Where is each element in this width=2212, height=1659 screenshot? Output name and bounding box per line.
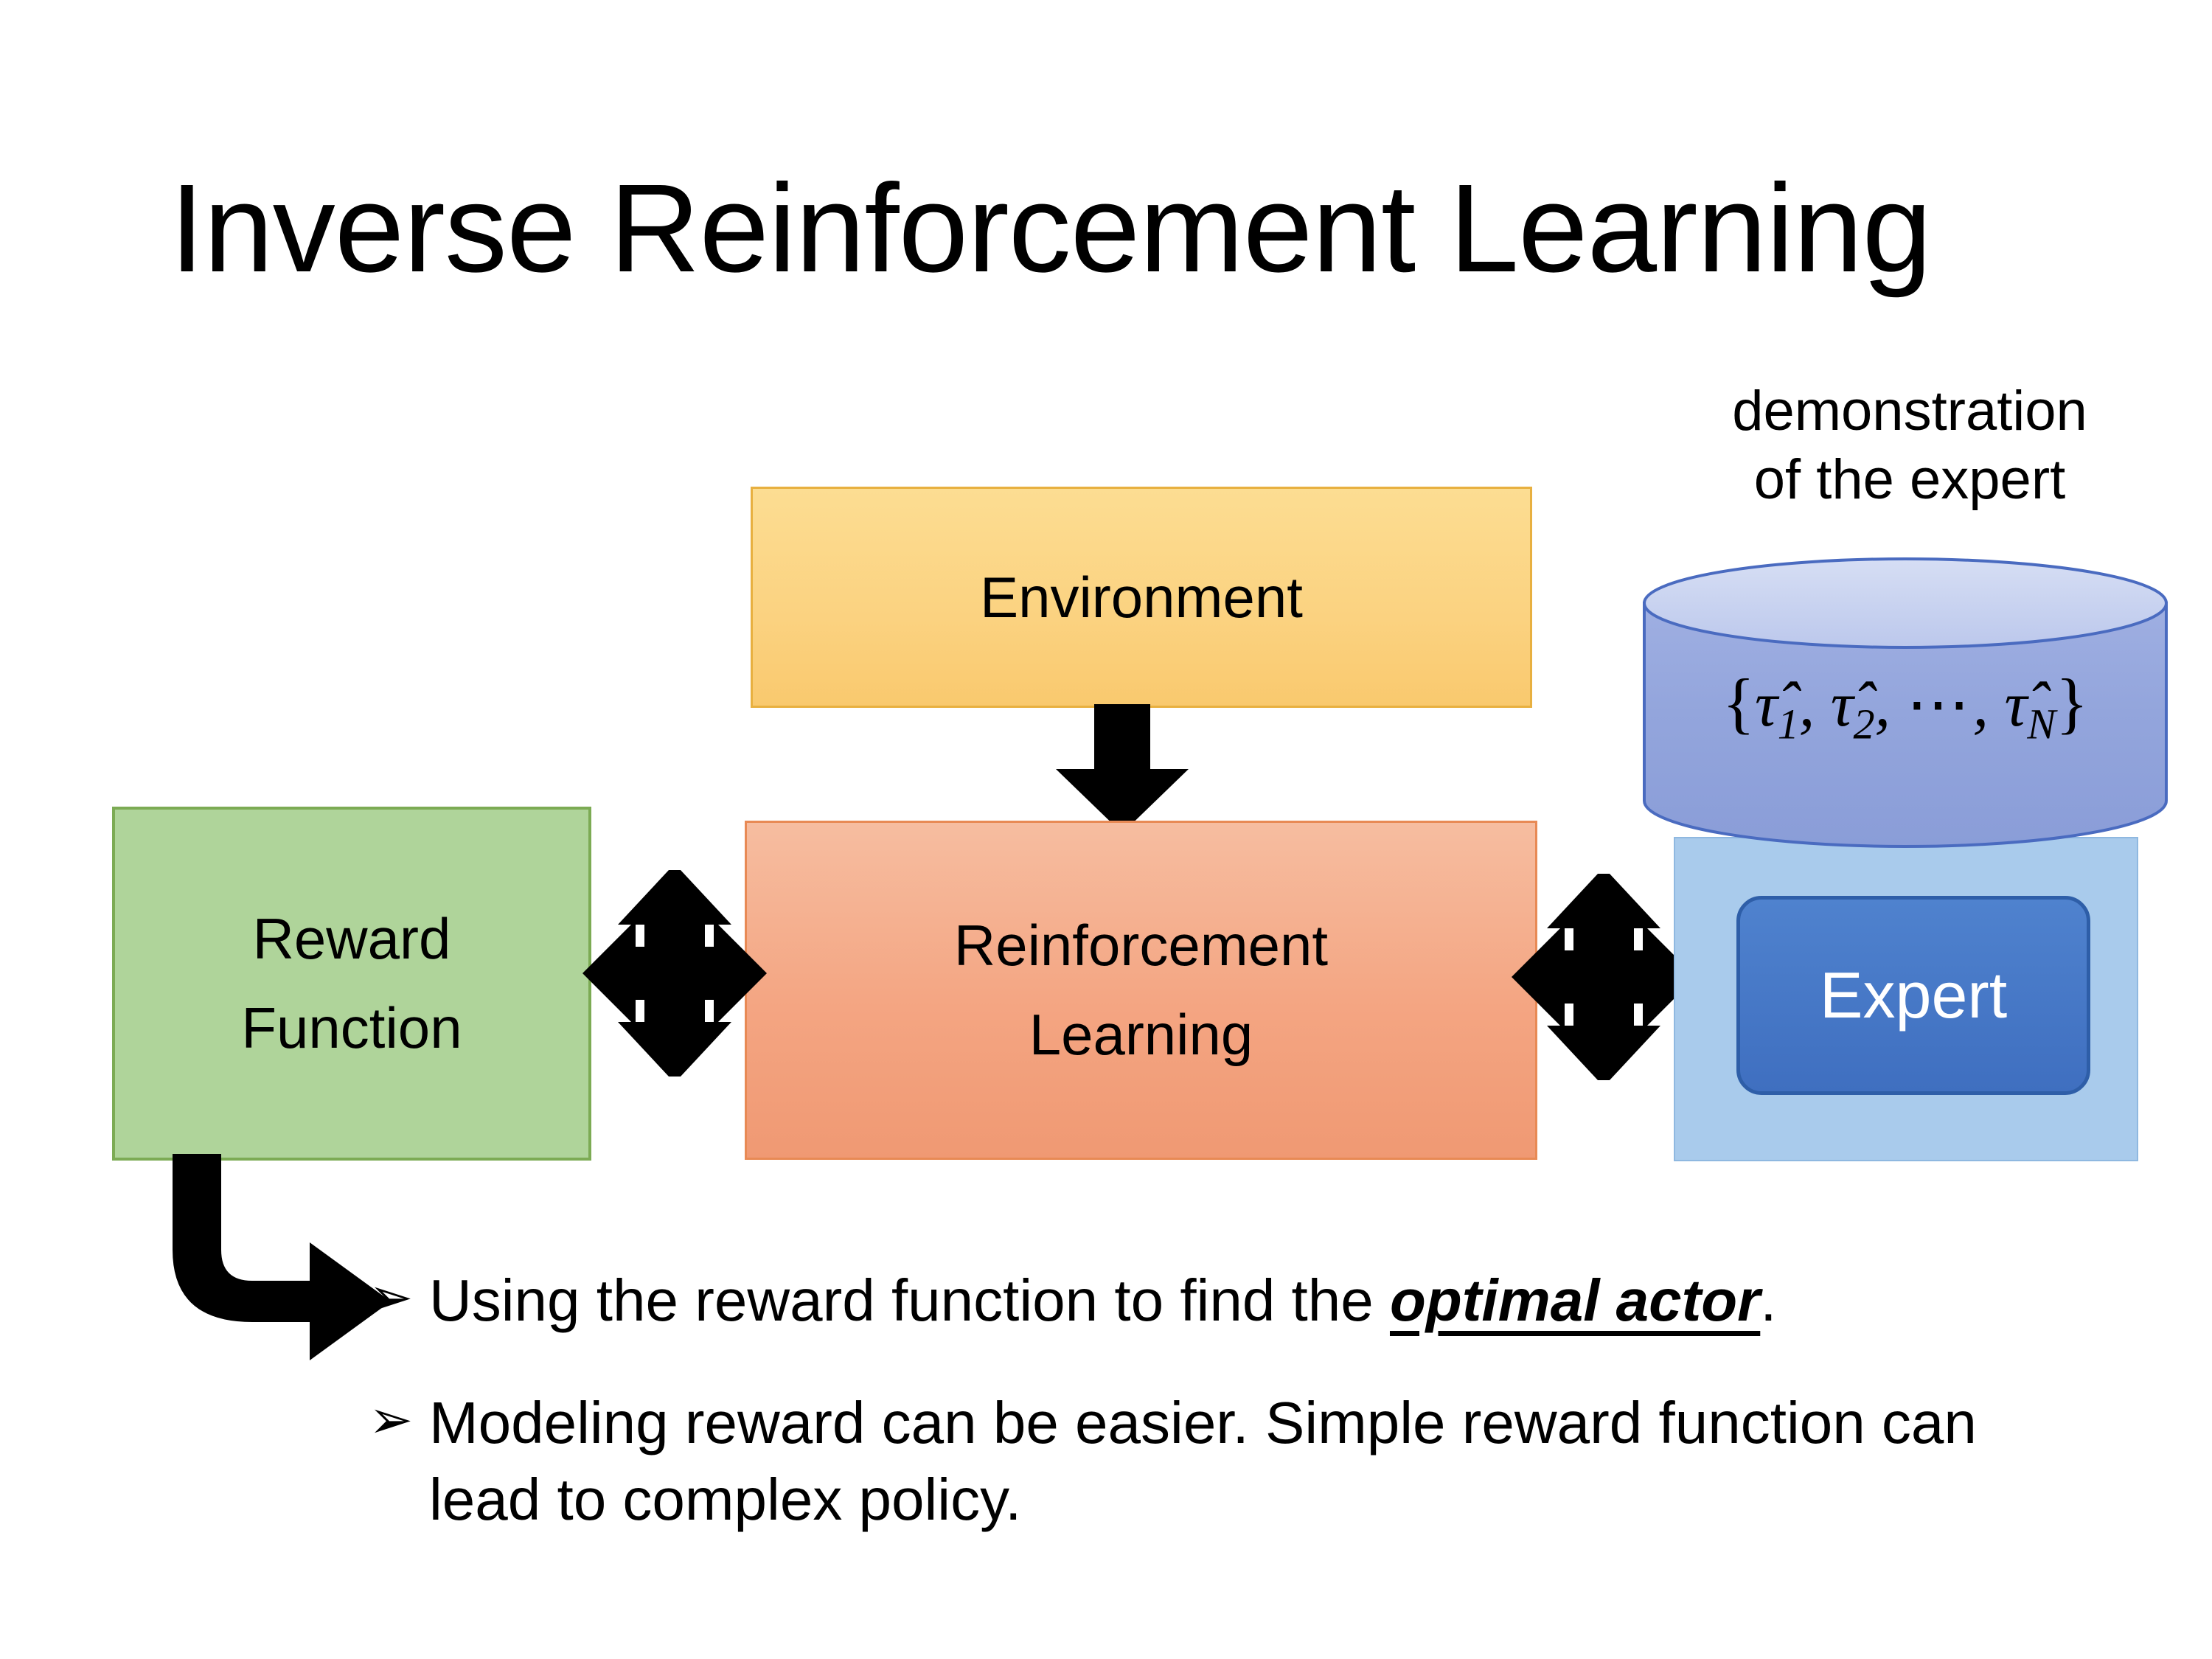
bullet-arrow-icon: ➢ xyxy=(369,1391,414,1450)
down-arrow-icon xyxy=(1056,704,1189,833)
trajectory-set-formula: {τ̂1, τ̂2, ⋯, τ̂N} xyxy=(1643,664,2168,748)
bullet-list: ➢ Using the reward function to find the … xyxy=(369,1262,2101,1538)
formula-comma-3: , xyxy=(1972,669,2005,740)
database-cylinder xyxy=(1643,557,2168,852)
bullet-1-emphasis: optimal actor xyxy=(1389,1267,1761,1333)
formula-tau-n: τ̂ xyxy=(2004,669,2028,740)
bullet-1-before: Using the reward function to find the xyxy=(429,1267,1390,1333)
bullet-1-after: . xyxy=(1760,1267,1777,1333)
left-right-double-arrow-icon xyxy=(582,870,767,1077)
expert-label: Expert xyxy=(1819,959,2008,1032)
list-item: ➢ Modeling reward can be easier. Simple … xyxy=(369,1385,2101,1538)
rl-label-line2: Learning xyxy=(1029,1002,1253,1067)
list-item: ➢ Using the reward function to find the … xyxy=(369,1262,2101,1339)
demonstration-caption-line2: of the expert xyxy=(1753,448,2066,511)
demonstration-caption-line1: demonstration xyxy=(1732,380,2087,442)
page-title: Inverse Reinforcement Learning xyxy=(170,159,1932,299)
demonstration-caption: demonstration of the expert xyxy=(1637,378,2183,514)
formula-sub-2: 2 xyxy=(1853,700,1875,748)
reward-label-line1: Reward xyxy=(252,906,451,972)
left-right-double-arrow-icon xyxy=(1512,874,1696,1080)
formula-sub-n: N xyxy=(2027,700,2056,748)
bullet-arrow-icon: ➢ xyxy=(369,1268,414,1327)
reward-function-box[interactable]: Reward Function xyxy=(112,807,591,1161)
formula-tau-1: τ̂ xyxy=(1754,669,1778,740)
environment-box[interactable]: Environment xyxy=(751,487,1532,708)
rl-label-line1: Reinforcement xyxy=(953,913,1329,978)
formula-close-brace: } xyxy=(2056,665,2089,740)
rl-label: Reinforcement Learning xyxy=(954,901,1328,1079)
formula-sub-1: 1 xyxy=(1777,700,1799,748)
elbow-arrow-icon xyxy=(173,1154,391,1360)
formula-open-brace: { xyxy=(1722,665,1755,740)
bullet-text-2: Modeling reward can be easier. Simple re… xyxy=(429,1385,2101,1538)
formula-tau-2: τ̂ xyxy=(1830,669,1854,740)
bullet-2-before: Modeling reward can be easier. Simple re… xyxy=(429,1390,1977,1532)
reinforcement-learning-box[interactable]: Reinforcement Learning xyxy=(745,821,1537,1160)
expert-box[interactable]: Expert xyxy=(1736,896,2090,1095)
formula-comma-1: , xyxy=(1798,669,1831,740)
formula-ellipsis: ⋯ xyxy=(1906,669,1973,740)
formula-comma-2: , xyxy=(1874,669,1907,740)
environment-label: Environment xyxy=(980,564,1303,630)
reward-label-line2: Function xyxy=(241,995,462,1060)
bullet-text-1: Using the reward function to find the op… xyxy=(429,1262,2101,1339)
reward-label: Reward Function xyxy=(241,894,462,1073)
